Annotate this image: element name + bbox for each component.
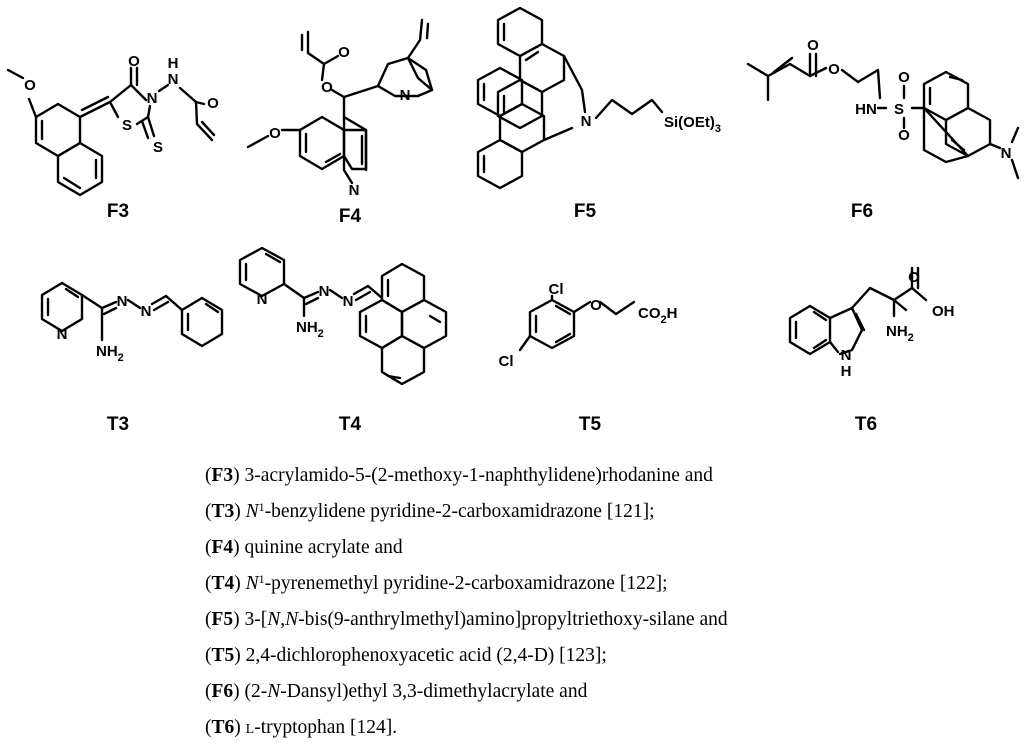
atom-label: N [1001, 145, 1012, 162]
atom-label: H [168, 55, 179, 72]
legend-line-T4: (T4) N1-pyrenemethyl pyridine-2-carboxam… [205, 572, 668, 594]
atom-label-si: Si(OEt) [664, 114, 715, 131]
atom-label: O [898, 69, 910, 86]
atom-label: NH2 [296, 319, 324, 340]
atom-label: N [147, 90, 158, 107]
atom-label: S [153, 139, 163, 156]
atom-label-co: CO [638, 305, 661, 322]
structure-label-F4: F4 [339, 206, 362, 227]
structure-T4: N N N NH2 T4 [238, 246, 448, 435]
atom-label: O [338, 44, 350, 61]
atom-label: N [343, 293, 354, 310]
atom-label: HN [855, 101, 877, 118]
atom-label: N [168, 71, 179, 88]
atom-label: N [349, 182, 360, 199]
atom-label-subscript: 3 [715, 123, 721, 135]
legend-line-F3: (F3) 3-acrylamido-5-(2-methoxy-1-naphthy… [205, 465, 713, 486]
atom-label: Cl [499, 353, 514, 370]
atom-label: NH2 [886, 323, 914, 344]
atom-label: O [807, 37, 819, 54]
legend-line-F5: (F5) 3-[N,N-bis(9-anthrylmethyl)amino]pr… [205, 609, 728, 630]
atom-label: N [841, 347, 852, 364]
legend-line-T5: (T5) 2,4-dichlorophenoxyacetic acid (2,4… [205, 645, 607, 666]
atom-label: O [24, 77, 36, 94]
atom-label: O [828, 61, 840, 78]
atom-label: S [894, 101, 904, 118]
atom-label: Si(OEt)3 [664, 114, 721, 135]
atom-label: H [841, 363, 852, 380]
atom-label-h: H [667, 305, 678, 322]
structure-label-T4: T4 [339, 414, 362, 435]
structure-T5: Cl Cl O CO2H T5 [499, 281, 678, 435]
atom-label-subscript: 2 [118, 352, 124, 364]
atom-label-nh: NH [96, 343, 118, 360]
atom-label: O [269, 125, 281, 142]
atom-label: N [400, 87, 411, 104]
atom-label: CO2H [638, 305, 677, 326]
structure-T6: O OH NH2 N H T6 [788, 266, 955, 435]
structure-F4: O O N O N F4 [246, 18, 434, 227]
atom-label: N [319, 283, 330, 300]
atom-label: N [57, 326, 68, 343]
structure-label-T3: T3 [107, 414, 129, 435]
structure-T3: N N N NH2 T3 [40, 281, 224, 435]
legend-line-F4: (F4) quinine acrylate and [205, 537, 403, 558]
atom-label-nh: NH [296, 319, 318, 336]
atom-label: N [117, 293, 128, 310]
atom-label: O [898, 127, 910, 144]
legend: (F3) 3-acrylamido-5-(2-methoxy-1-naphthy… [205, 458, 1005, 746]
atom-label-subscript: 2 [908, 332, 914, 344]
legend-line-T3: (T3) N1-benzylidene pyridine-2-carboxami… [205, 500, 655, 522]
atom-label: O [908, 269, 920, 286]
atom-label: Cl [549, 281, 564, 298]
atom-label: NH2 [96, 343, 124, 364]
legend-line-F6: (F6) (2-N-Dansyl)ethyl 3,3-dimethylacryl… [205, 681, 588, 702]
structure-label-T6: T6 [855, 414, 877, 435]
atom-label: O [128, 53, 140, 70]
atom-label: OH [932, 303, 955, 320]
atom-label: O [321, 79, 333, 96]
structure-F5: N Si(OEt)3 F5 [476, 6, 721, 222]
structure-F3: O O N N H O S S F3 [6, 53, 219, 222]
atom-label: N [257, 291, 268, 308]
structure-F6: O O HN S O O N F6 [746, 37, 1020, 222]
structure-label-F5: F5 [574, 201, 597, 222]
atom-label-subscript: 2 [661, 314, 667, 326]
structure-label-F6: F6 [851, 201, 873, 222]
atom-label-nh: NH [886, 323, 908, 340]
atom-label: O [207, 95, 219, 112]
atom-label: O [590, 297, 602, 314]
atom-label: S [122, 117, 132, 134]
structure-label-T5: T5 [579, 414, 602, 435]
atom-label: N [581, 113, 592, 130]
legend-line-T6: (T6) l-tryptophan [124]. [205, 717, 398, 738]
atom-label: N [141, 303, 152, 320]
atom-label-subscript: 2 [318, 328, 324, 340]
structure-label-F3: F3 [107, 201, 129, 222]
